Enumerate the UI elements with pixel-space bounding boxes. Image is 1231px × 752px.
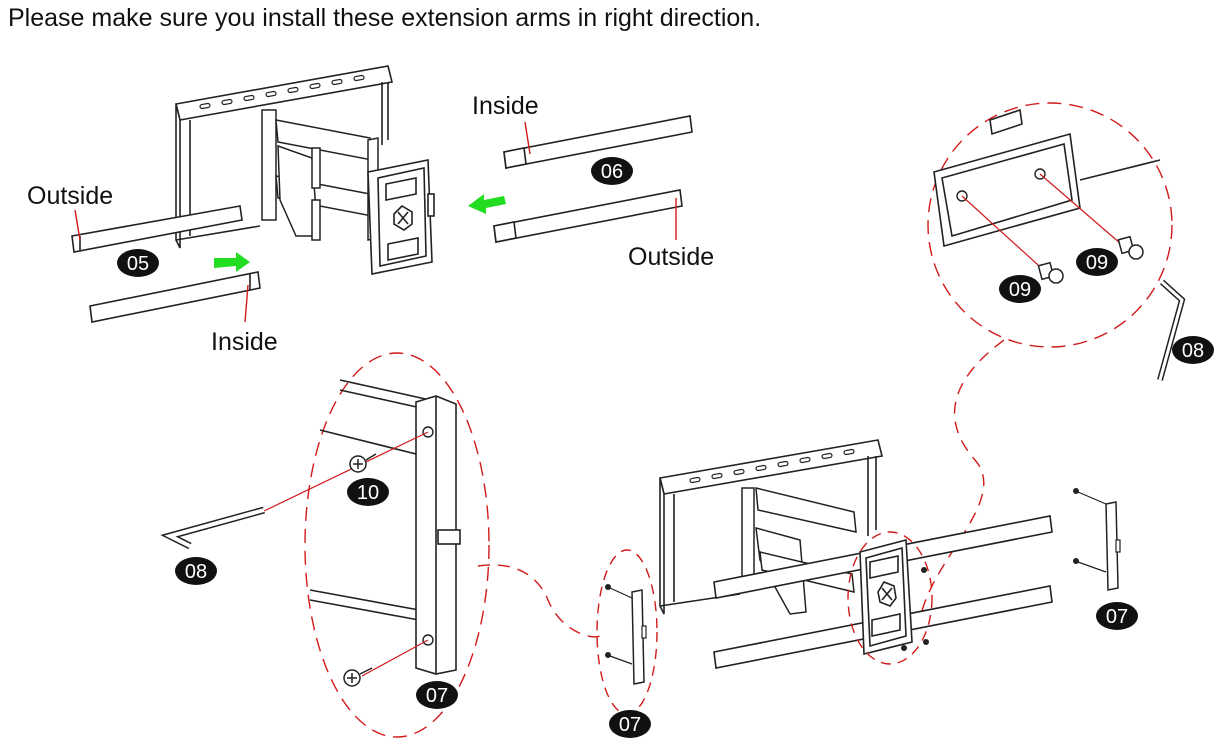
callout-connector-left [477,564,601,638]
badge-07-side [416,681,458,709]
screw-09-icon [1037,235,1144,284]
badge-07-bottom [609,710,651,738]
badge-09-b [1076,248,1118,276]
label-outside-left: Outside [27,182,114,210]
part-number-08-left: 08 [185,561,207,583]
part-number-10: 10 [357,482,379,504]
tv-bracket-bottom [859,538,913,656]
badge-09-a [999,275,1041,303]
end-bracket-right [1073,488,1121,591]
badge-08-right [1172,336,1214,364]
label-outside-right: Outside [628,243,715,271]
part-number-07-side: 07 [426,685,448,707]
label-inside-top: Inside [472,92,539,120]
detail-ellipse-left [160,352,490,738]
part-number-07-right: 07 [1106,606,1128,628]
part-number-08-right: 08 [1182,340,1204,362]
badge-06 [591,157,633,185]
part-badges [117,157,1214,738]
callout-connector-right [919,339,1005,621]
extension-arm-05 [71,205,243,253]
part-number-05: 05 [127,253,149,275]
badge-07-right [1096,602,1138,630]
extension-arm-06-outside [493,189,683,243]
screw-10-icon [343,453,377,687]
badge-08-left [175,557,217,585]
part-number-06: 06 [601,161,623,183]
detail-ellipse-bracket [847,531,933,665]
tv-bracket-top [367,159,435,275]
articulating-arms-bottom [741,487,857,615]
wall-plate-top [175,65,393,249]
label-inside-bottom: Inside [211,328,278,356]
part-number-09-a: 09 [1009,279,1031,301]
badge-05 [117,249,159,277]
part-number-07-bottom: 07 [619,714,641,736]
detail-ellipse-07 [596,549,658,715]
extension-arm-05-inside [89,271,261,323]
detail-circle-top-right [927,102,1186,381]
instruction-text: Please make sure you install these exten… [8,4,762,32]
callout-lines-top [74,121,677,323]
wall-plate-bottom [659,439,883,615]
green-arrow-icon [214,194,506,272]
badge-10 [347,478,389,506]
articulating-arms-top [261,109,379,241]
extension-arm-06 [503,115,693,169]
part-number-09-b: 09 [1086,252,1108,274]
